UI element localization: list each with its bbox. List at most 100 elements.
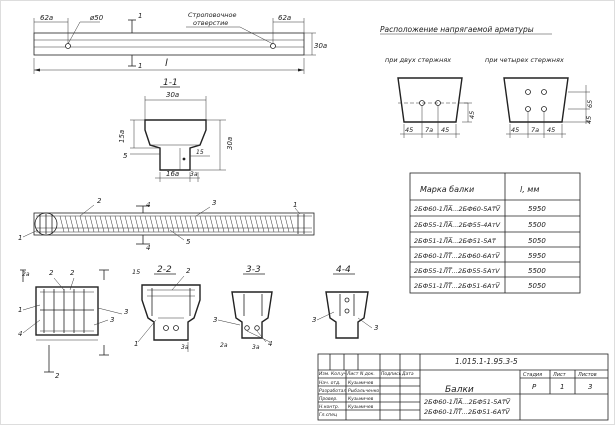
stirrup-line	[249, 215, 255, 233]
stirrup-line	[134, 215, 140, 233]
tb-role-0: Нач. отд.	[319, 380, 341, 386]
stirrup-line	[264, 215, 270, 233]
lifting-hole-right	[270, 43, 276, 49]
dim-62a-right: 62a	[278, 14, 291, 22]
section-3-3: 3-3 3 2a 3a 4	[213, 265, 273, 351]
tb-head-kol: Кол.уч	[331, 371, 347, 377]
sec22-dim-15: 15	[132, 268, 140, 276]
end-view-label-2-top: 2	[49, 269, 54, 277]
tb-role-3: Н.контр.	[319, 404, 339, 410]
table-cell-mark: 2БФ55-1Л̅Т̅...2БФ55-5АтV	[414, 266, 500, 275]
sec33-label-4: 4	[268, 340, 272, 348]
tb-name-1: Рыбальченко	[348, 388, 379, 394]
end-view-label-2b-top: 2	[70, 269, 75, 277]
tb-head-podpis: Подпись	[381, 371, 402, 377]
lifting-hole-left	[65, 43, 71, 49]
tb-name-line2: 2БФ60-1Л̅А̅...2БФ51-5Ат̅V̅	[424, 397, 511, 406]
stirrup-line	[234, 215, 240, 233]
note-lifting-hole-line2: отверстие	[193, 19, 228, 27]
dim-160: 16a	[166, 170, 179, 178]
stirrup-line	[169, 215, 175, 233]
section-2-2-title: 2-2	[157, 265, 172, 275]
sec44-label-3-right: 3	[374, 324, 378, 332]
dim-15: 15	[196, 149, 204, 156]
stirrup-line	[279, 215, 285, 233]
dim-four-45-left: 45	[511, 126, 519, 134]
tb-name-line3: 2БФ60-1Л̅Т̅...2БФ51-6Ат̅V̅	[424, 407, 511, 416]
elev-label-4-top: 4	[146, 201, 150, 209]
end-view: 2a 2 2 2 1 4 3 3	[18, 269, 128, 380]
dim-62a-left: 62a	[40, 14, 53, 22]
stirrup-line	[219, 215, 225, 233]
title-block: 1.015.1-1.95.3-5 Изм. Кол.уч Лист N док.…	[317, 353, 609, 421]
section-2-2: 2-2 15 2 1 3a	[132, 265, 201, 352]
table-header-mark: Марка балки	[420, 185, 474, 194]
stirrup-line	[189, 215, 195, 233]
end-view-label-1: 1	[18, 306, 22, 314]
stirrup-line	[119, 215, 125, 233]
dim-four-70: 7a	[531, 126, 539, 134]
section-1-1-title: 1-1	[163, 78, 178, 88]
end-dim-2a: 2a	[22, 271, 30, 278]
section-4-4: 4-4 3 3	[312, 265, 378, 339]
table-cell-l: 5500	[528, 221, 546, 229]
section-mark-1-top: 1	[138, 12, 142, 20]
tb-name-3: Кузьмичев	[348, 404, 374, 410]
stirrup-line	[204, 215, 210, 233]
end-view-label-2-bottom: 2	[55, 372, 60, 380]
stirrup-line	[124, 215, 130, 233]
section-3-3-title: 3-3	[246, 265, 261, 275]
stirrup-line	[139, 215, 145, 233]
elev-label-4-bottom: 4	[146, 244, 150, 252]
section-2-2-outline	[141, 284, 201, 341]
beam-top-view: 62a ø50 1 1 Строповочное отверстие 62a 3…	[33, 11, 327, 74]
sec22-dim-3a: 3a	[181, 344, 189, 351]
stirrup-line	[274, 215, 280, 233]
stirrup-line	[289, 215, 295, 233]
table-cell-mark: 2БФ55-1Л̅А̅...2БФ55-4АтV	[414, 220, 501, 229]
stirrup-line	[269, 215, 275, 233]
table-cell-mark: 2БФ51-1Л̅А̅...2БФ51-5Ат̅	[414, 236, 497, 245]
stirrups-hatch	[59, 215, 295, 233]
stirrup-line	[154, 215, 160, 233]
table-cell-l: 5950	[528, 205, 546, 213]
sec33-dim-2a: 2a	[220, 342, 228, 349]
sec22-label-2: 2	[186, 267, 191, 275]
table-cell-l: 5500	[528, 267, 546, 275]
stirrup-line	[109, 215, 115, 233]
elev-label-1-left: 1	[18, 234, 22, 242]
stirrup-line	[284, 215, 290, 233]
stirrup-line	[94, 215, 100, 233]
stirrup-line	[64, 215, 70, 233]
section-1-1: 1-1 30a 15a 5 30a 15 16a 3a	[118, 78, 234, 182]
stirrup-line	[209, 215, 215, 233]
stirrup-line	[244, 215, 250, 233]
label-four-bars: при четырех стержнях	[485, 56, 564, 64]
rebar-layout: Расположение напрягаемой арматуры при дв…	[380, 25, 594, 138]
tb-sheet-head: Лист	[552, 372, 567, 378]
stirrup-line	[99, 215, 105, 233]
stirrup-line	[179, 215, 185, 233]
stirrup-line	[69, 215, 75, 233]
end-view-label-3b: 3	[124, 308, 128, 316]
table-rows: 2БФ60-1Л̅А̅...2БФ60-5Ат̅V̅59502БФ55-1Л̅А…	[414, 204, 546, 290]
stirrup-line	[84, 215, 90, 233]
sec44-label-3-left: 3	[312, 316, 316, 324]
sec33-label-3: 3	[213, 316, 217, 324]
doc-code: 1.015.1-1.95.3-5	[455, 357, 518, 366]
dim-length-l: l	[165, 58, 168, 69]
dim-30: 3a	[190, 171, 198, 178]
stirrup-line	[254, 215, 260, 233]
sec22-label-1: 1	[134, 340, 138, 348]
sec33-dim-3a: 3a	[252, 344, 260, 351]
stirrup-line	[174, 215, 180, 233]
dim-four-45-right: 45	[547, 126, 555, 134]
tb-sheets-head: Листов	[577, 372, 597, 378]
dim-150: 15a	[118, 130, 126, 143]
note-lifting-hole-line1: Строповочное	[188, 11, 237, 19]
stirrup-line	[74, 215, 80, 233]
stirrup-line	[239, 215, 245, 233]
table-cell-mark: 2БФ60-1Л̅Т̅...2БФ60-6АтV̅	[414, 251, 501, 260]
tb-stage-val: Р	[532, 383, 537, 391]
